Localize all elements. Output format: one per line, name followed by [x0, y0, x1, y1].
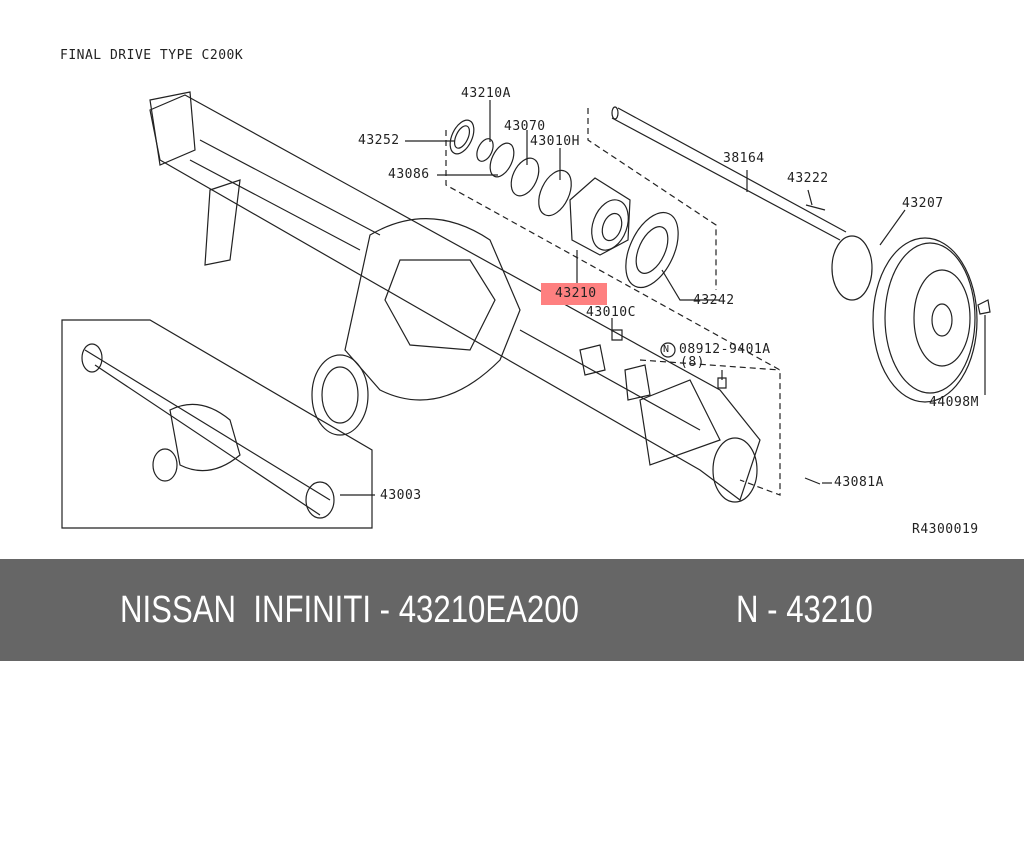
leader-lines — [405, 100, 986, 484]
part-label-43010H[interactable]: 43010H — [530, 134, 580, 149]
part-label-43010C[interactable]: 43010C — [586, 305, 636, 320]
part-label-43207[interactable]: 43207 — [902, 196, 944, 211]
group-outlines — [445, 108, 781, 496]
part-label-43070[interactable]: 43070 — [504, 119, 546, 134]
part-label-08912-9401A[interactable]: 08912-9401A — [679, 342, 771, 357]
part-label-43210A[interactable]: 43210A — [461, 86, 511, 101]
part-label-44098M[interactable]: 44098M — [929, 395, 979, 410]
n-marker-circle — [660, 342, 676, 358]
part-label-43081A[interactable]: 43081A — [834, 475, 884, 490]
part-label-43252[interactable]: 43252 — [358, 133, 400, 148]
part-quantity: (8) — [680, 355, 705, 370]
n-marker: N — [663, 344, 670, 355]
fasteners — [611, 329, 821, 485]
part-label-43086[interactable]: 43086 — [388, 167, 430, 182]
axle-housing — [149, 91, 761, 503]
part-label-43242[interactable]: 43242 — [693, 293, 735, 308]
part-label-38164[interactable]: 38164 — [723, 151, 765, 166]
part-label-43210-highlighted[interactable]: 43210 — [541, 283, 607, 305]
part-label-43222[interactable]: 43222 — [787, 171, 829, 186]
part-label-43003[interactable]: 43003 — [380, 488, 422, 503]
diagram-title: FINAL DRIVE TYPE C200K — [60, 48, 244, 63]
part-number-banner: NISSAN INFINITI - 43210EA200 N - 43210 — [0, 559, 1024, 661]
bearing-parts — [449, 119, 679, 289]
inset-assembly — [61, 319, 375, 529]
parts-diagram — [61, 91, 991, 529]
axle-shaft — [611, 106, 873, 301]
brake-disc — [872, 237, 991, 403]
banner-short-number: N - 43210 — [736, 589, 873, 631]
diagram-ref-code: R4300019 — [912, 522, 979, 537]
banner-part-number: NISSAN INFINITI - 43210EA200 — [120, 589, 579, 631]
